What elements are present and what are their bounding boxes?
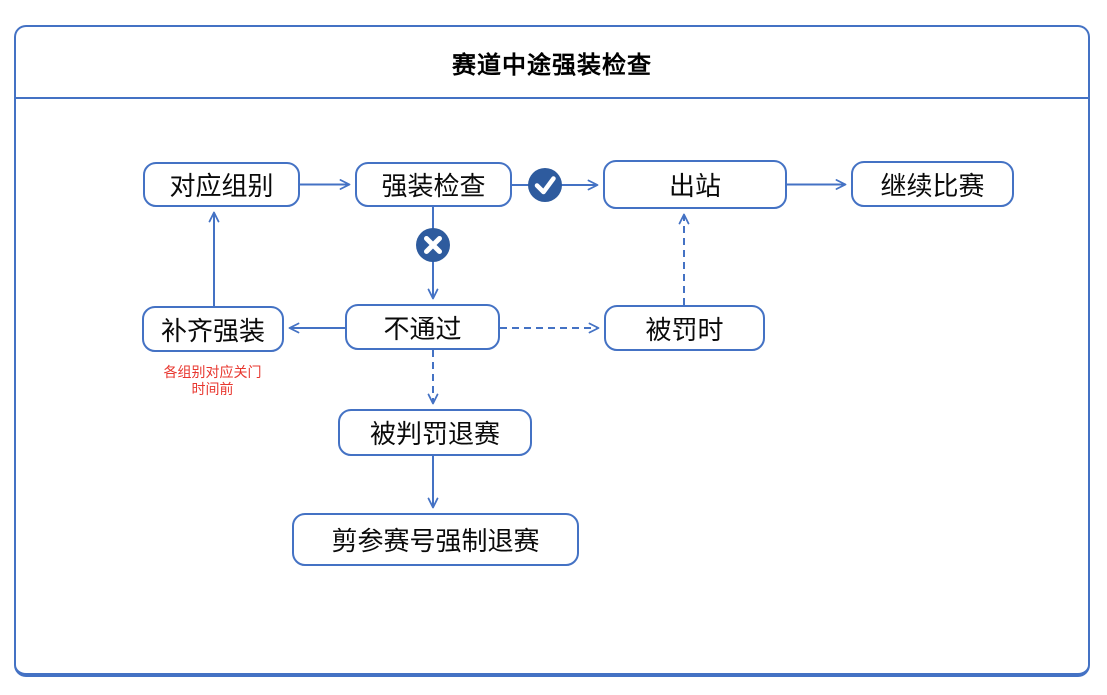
node-gear-check: 强装检查 — [355, 162, 512, 207]
node-continue-race: 继续比赛 — [851, 161, 1014, 207]
node-penalized-withdrawal: 被判罚退赛 — [338, 409, 532, 456]
cutoff-time-note-line1: 各组别对应关门 — [163, 365, 262, 381]
cutoff-time-note-line2: 时间前 — [191, 382, 234, 398]
node-complete-gear: 补齐强装 — [142, 306, 284, 352]
panel-header: 赛道中途强装检查 — [16, 27, 1088, 99]
diagram-title: 赛道中途强装检查 — [452, 50, 652, 79]
node-fail: 不通过 — [345, 304, 500, 350]
cutoff-time-note: 各组别对应关门 时间前 — [130, 365, 295, 399]
node-exit-station: 出站 — [603, 160, 787, 209]
node-time-penalty: 被罚时 — [604, 305, 765, 351]
node-forced-withdrawal: 剪参赛号强制退赛 — [292, 513, 579, 566]
node-corresponding-group: 对应组别 — [143, 162, 300, 207]
